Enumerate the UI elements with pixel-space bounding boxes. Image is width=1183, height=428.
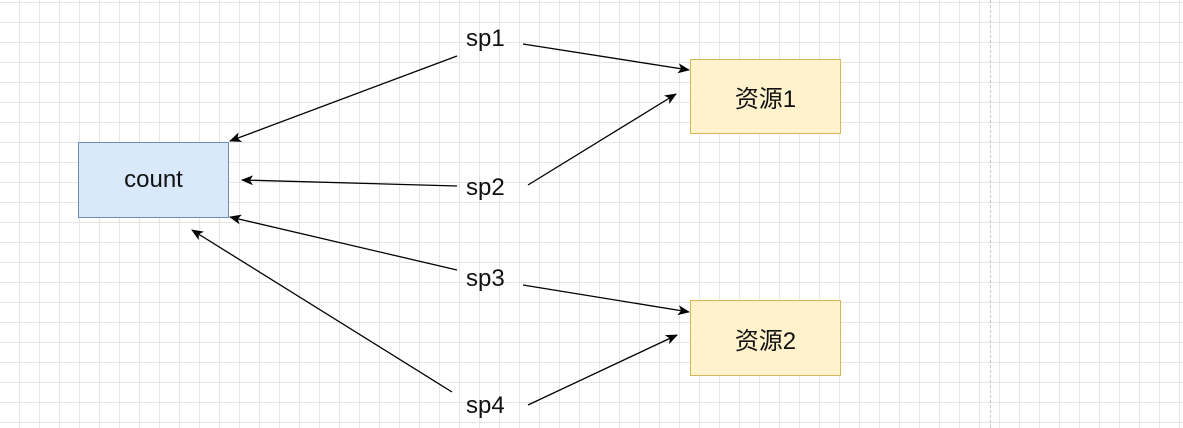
count-node-label: count: [124, 166, 183, 193]
edge-sp2-to-resource1: [527, 93, 677, 186]
edge-sp4-to-count: [191, 229, 453, 393]
resource1-node-label: 资源1: [734, 86, 797, 113]
edge-sp2-to-count: [241, 175, 458, 187]
edge-label-sp4: sp4: [466, 392, 505, 419]
edge-label-sp1: sp1: [466, 25, 505, 52]
edge-label-sp2: sp2: [466, 174, 505, 201]
edge-sp3-to-resource2: [522, 284, 690, 316]
resource1-node[interactable]: 资源1: [690, 59, 841, 134]
edge-sp1-to-count: [229, 55, 458, 142]
resource2-node[interactable]: 资源2: [690, 300, 841, 376]
page-break-line: [990, 0, 991, 428]
edge-sp1-to-resource1: [522, 43, 690, 74]
resource2-node-label: 资源2: [734, 327, 797, 355]
edge-label-sp3: sp3: [466, 265, 505, 292]
count-node[interactable]: count: [78, 142, 229, 218]
edge-sp4-to-resource2: [527, 334, 678, 406]
edge-sp3-to-count: [229, 214, 458, 271]
